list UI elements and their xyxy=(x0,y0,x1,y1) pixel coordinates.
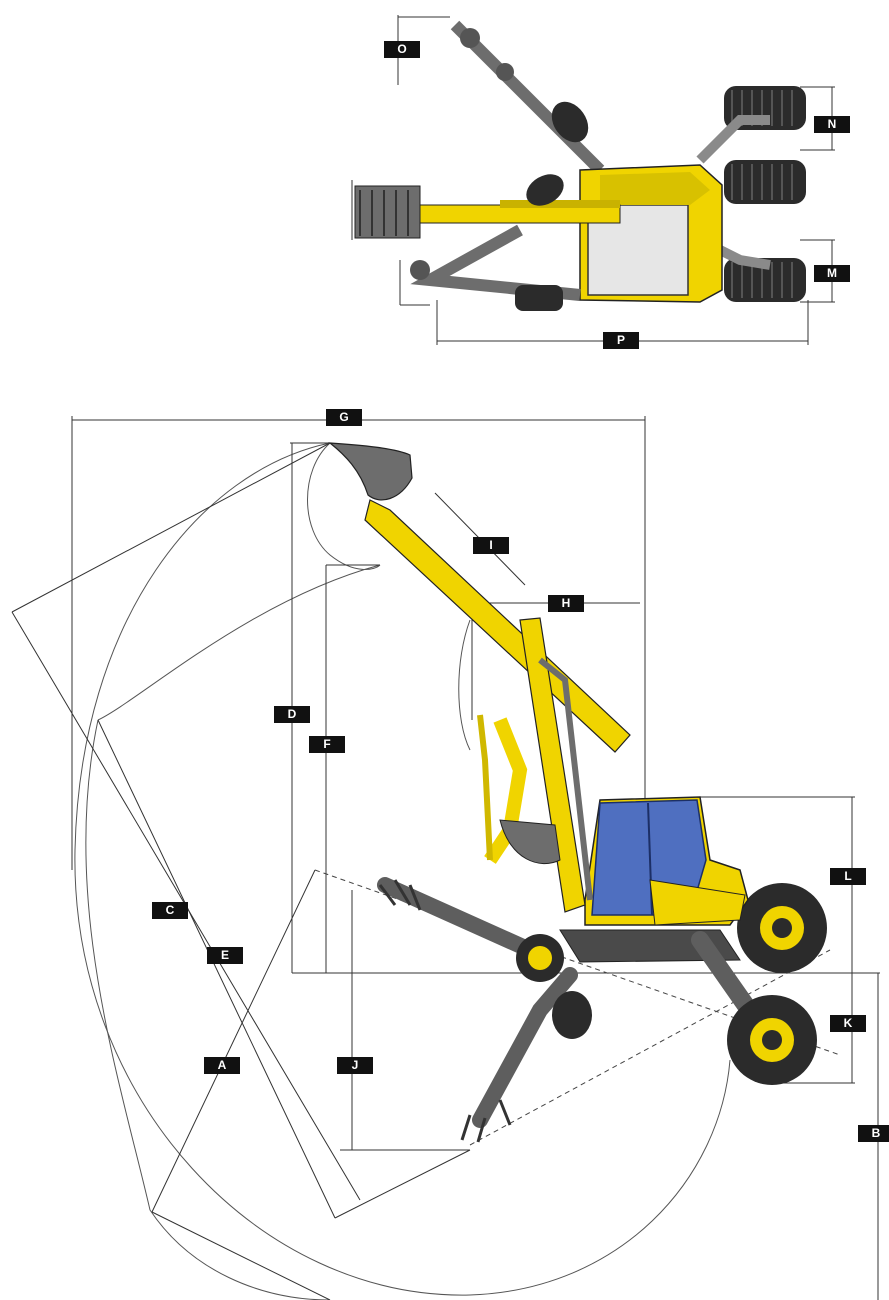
dim-line-bucket-width xyxy=(351,180,430,306)
dim-line-c xyxy=(11,442,361,1201)
top-view xyxy=(351,15,835,345)
dim-line-l xyxy=(700,796,855,973)
side-body xyxy=(584,796,749,926)
label-c: C xyxy=(152,902,188,919)
top-body xyxy=(579,164,723,303)
rear-wheel-middle xyxy=(724,160,806,204)
label-h: H xyxy=(548,595,584,612)
rear-wheel-bottom xyxy=(724,258,806,302)
label-a: A xyxy=(204,1057,240,1074)
label-p: P xyxy=(603,332,639,349)
label-n: N xyxy=(814,116,850,133)
label-g: G xyxy=(326,409,362,426)
dim-line-e xyxy=(97,719,471,1219)
side-boom xyxy=(364,499,631,913)
label-o: O xyxy=(384,41,420,58)
label-b: B xyxy=(858,1125,889,1142)
label-f: F xyxy=(309,736,345,753)
label-k: K xyxy=(830,1015,866,1032)
side-front-leg-upper xyxy=(377,877,564,982)
reach-envelope-cab-side xyxy=(458,619,471,751)
label-m: M xyxy=(814,265,850,282)
top-upper-leg xyxy=(450,20,605,175)
side-rear-wheel-lower xyxy=(727,995,817,1085)
label-l: L xyxy=(830,868,866,885)
side-bucket-raised xyxy=(328,442,413,501)
reach-envelope-inner xyxy=(97,442,381,721)
dim-line-a xyxy=(151,869,331,1300)
dim-line-j xyxy=(340,890,470,1151)
top-boom xyxy=(354,185,621,239)
label-j: J xyxy=(337,1057,373,1074)
side-front-leg-lower xyxy=(460,967,592,1143)
label-i: I xyxy=(473,537,509,554)
side-rear-wheel-upper xyxy=(737,883,827,973)
top-lower-leg xyxy=(410,174,581,311)
reach-envelope-outer xyxy=(74,442,731,1296)
dim-line-f xyxy=(325,564,380,973)
label-d: D xyxy=(274,706,310,723)
side-view xyxy=(11,416,880,1300)
label-e: E xyxy=(207,947,243,964)
reach-envelope-lower xyxy=(85,719,331,1300)
